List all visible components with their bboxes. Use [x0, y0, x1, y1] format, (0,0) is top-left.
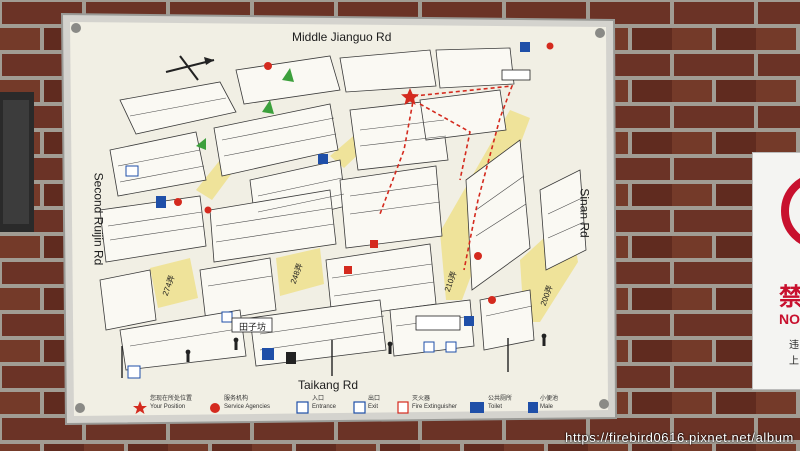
legend-icons — [133, 401, 538, 414]
building-sketch — [99, 47, 587, 371]
sign-line-2: NO — [779, 311, 800, 327]
your-position-star — [401, 88, 419, 105]
no-entry-sign: 禁 NO 违 上 — [752, 152, 800, 390]
compass-icon — [165, 55, 215, 81]
route-arrows — [196, 68, 294, 150]
road-label-east: Sinan Rd — [577, 188, 592, 238]
road-label-south: Taikang Rd — [298, 378, 359, 392]
road-label-north: Middle Jianguo Rd — [292, 30, 392, 44]
service-agency-markers — [174, 42, 554, 304]
photo-watermark: https://firebird0616.pixnet.net/album — [565, 430, 794, 445]
sign-line-3: 违 上 — [789, 340, 799, 367]
lamp-posts — [121, 338, 509, 378]
sign-line-1: 禁 — [779, 284, 800, 311]
tour-route — [379, 85, 514, 271]
map-facility-icons — [125, 42, 530, 379]
place-label: 田子坊 — [239, 322, 267, 332]
people-figures — [185, 333, 547, 362]
road-label-west: Second Ruijin Rd — [91, 172, 106, 266]
